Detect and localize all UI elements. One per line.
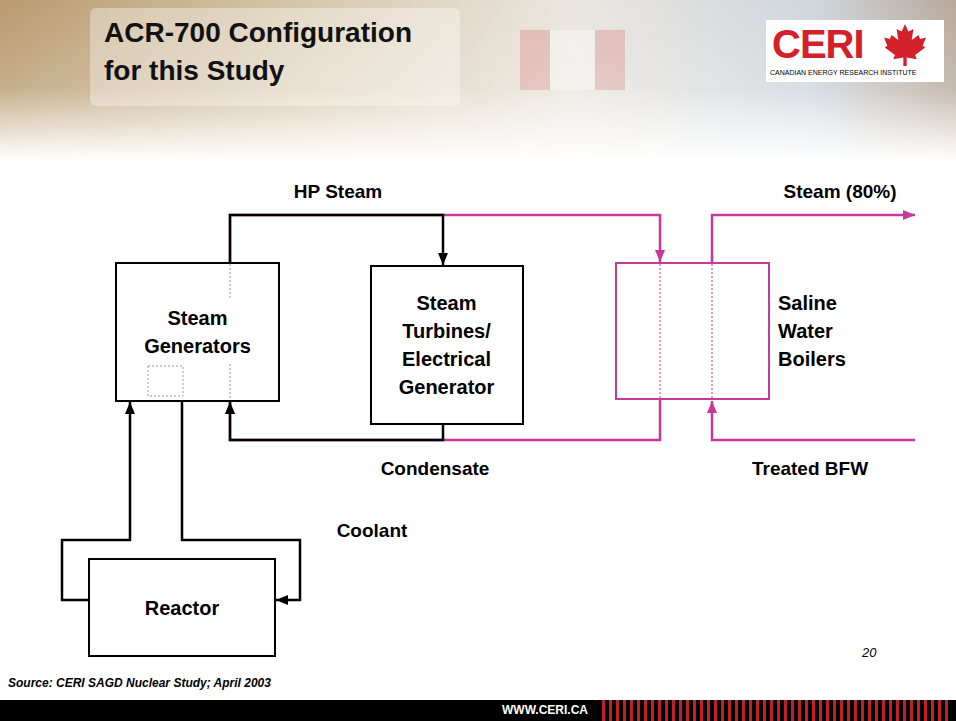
footer-bar <box>0 700 956 721</box>
flow-label: HP Steam <box>292 181 384 203</box>
dotted-tube <box>230 364 231 400</box>
flow-connector <box>62 402 130 600</box>
flow-label: Condensate <box>379 458 492 480</box>
feedwater-input-line <box>712 401 915 440</box>
dotted-tube <box>712 264 713 398</box>
flow-label: Steam (80%) <box>782 181 899 203</box>
flow-connector <box>182 402 300 600</box>
header-photo <box>0 0 956 160</box>
node-text-group: Saline Water Boilers <box>778 289 846 373</box>
logo-panel <box>766 20 944 82</box>
node-label: Saline Water Boilers <box>778 289 846 373</box>
footer-url: WWW.CERI.CA <box>502 703 588 718</box>
flow-label: Coolant <box>335 520 410 542</box>
reactor-box: Reactor <box>88 558 276 657</box>
logo-subtitle: CANADIAN ENERGY RESEARCH INSTITUTE <box>770 68 917 77</box>
flow-connector <box>230 215 443 265</box>
dotted-tube <box>230 264 231 298</box>
node-label: Steam Turbines/ Electrical Generator <box>382 289 512 401</box>
slide-title: ACR-700 Configuration for this Study <box>104 14 449 90</box>
title-glow <box>90 8 460 106</box>
node-label: Steam Generators <box>128 304 268 360</box>
turbine-box: Steam Turbines/ Electrical Generator <box>370 265 524 425</box>
steam-output-line <box>712 215 915 262</box>
node-text-group: Steam Turbines/ Electrical Generator <box>382 289 512 401</box>
source-note: Source: CERI SAGD Nuclear Study; April 2… <box>8 676 271 690</box>
node-text-group: Steam Generators <box>128 304 268 360</box>
logo-wordmark: CERI <box>772 22 864 66</box>
node-label: Reactor <box>145 594 219 622</box>
node-text-group: Reactor <box>145 594 219 622</box>
footer-stripes <box>600 700 950 721</box>
flow-connector <box>230 400 660 440</box>
boiler-box: Saline Water Boilers <box>615 262 770 400</box>
dotted-tube <box>148 366 183 396</box>
header-fade <box>0 0 956 160</box>
flow-connector <box>230 402 443 440</box>
flow-label: Treated BFW <box>750 458 870 480</box>
maple-leaf <box>884 24 926 66</box>
dotted-tube <box>660 264 661 398</box>
page-number: 20 <box>862 645 876 660</box>
steam-generator-box: Steam Generators <box>115 262 280 402</box>
flow-connector <box>230 215 660 262</box>
